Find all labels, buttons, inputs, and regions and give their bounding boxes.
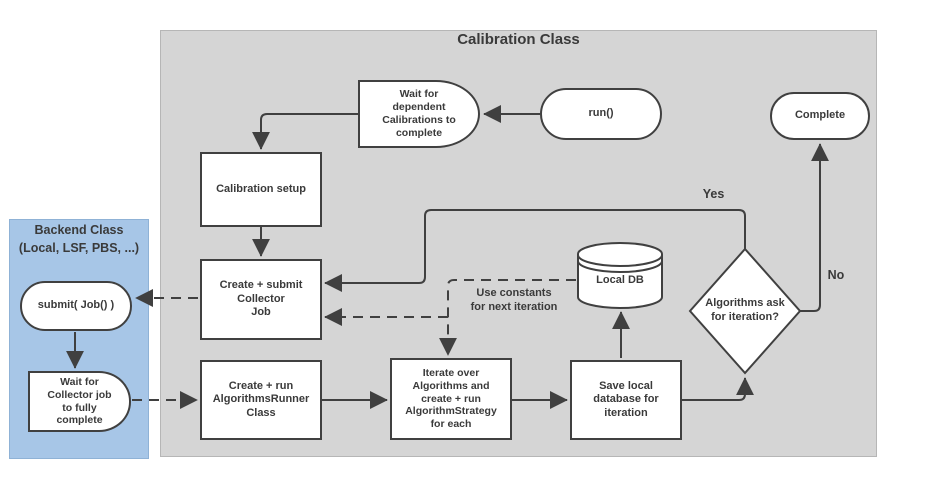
yes-edge-label: Yes [702,187,725,201]
edge-wait-dependent-to-setup [252,113,358,150]
backend-class-title: Backend Class (Local, LSF, PBS, ...) [18,223,140,255]
calibration-setup-node: Calibration setup [200,152,322,227]
create-run-algorithms-runner-node: Create + run AlgorithmsRunner Class [200,360,322,440]
no-edge-label: No [827,268,845,282]
calibration-class-title: Calibration Class [457,31,580,48]
use-constants-edge-label: Use constants for next iteration [470,287,558,313]
complete-node: Complete [770,92,870,140]
wait-dependent-calibrations-node: Wait for dependent Calibrations to compl… [358,80,480,148]
iterate-algorithms-node: Iterate over Algorithms and create + run… [390,358,512,440]
local-db-label: Local DB [596,274,644,287]
create-submit-collector-job-node: Create + submit Collector Job [200,259,322,340]
edge-decision-yes-to-collector-job [324,209,746,292]
edge-decision-no-to-complete [800,143,829,312]
submit-job-node: submit( Job() ) [20,281,132,331]
local-db-cylinder-shape [577,242,663,309]
edge-local-db-constants-to-iterate-dashed [439,279,576,356]
local-db-cylinder-rim [577,254,663,267]
local-db-cylinder-rim [577,260,663,273]
wait-collector-job-node: Wait for Collector job to fully complete [28,371,131,432]
save-local-database-node: Save local database for iteration [570,360,682,440]
decision-diamond-shape [688,247,802,375]
decision-diamond-label: Algorithms ask for iteration? [705,297,785,323]
edge-save-local-to-decision [680,377,754,401]
run-node: run() [540,88,662,140]
